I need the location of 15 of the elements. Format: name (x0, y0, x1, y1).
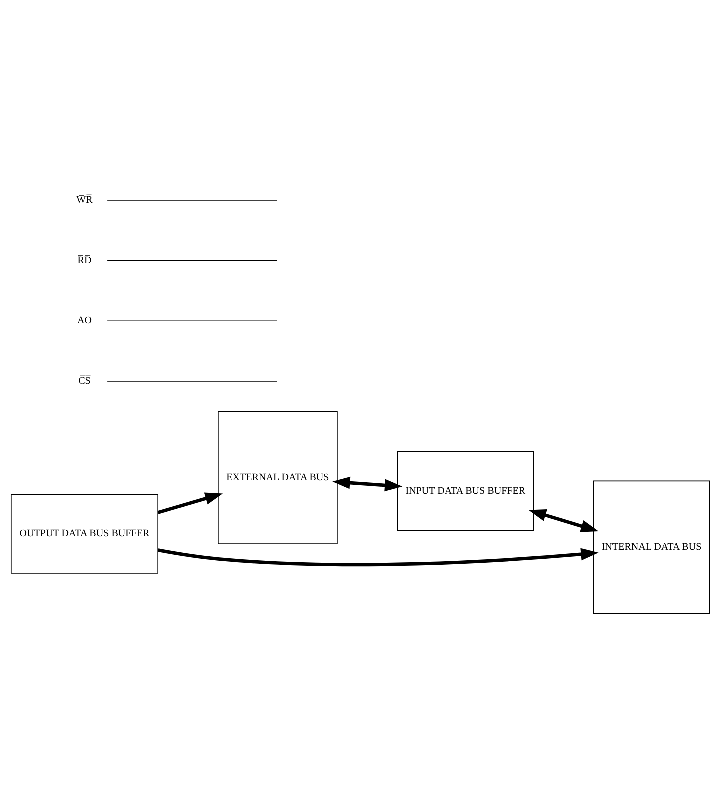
arrow (158, 492, 224, 514)
node-box: INPUT DATA BUS BUFFER (397, 450, 534, 531)
node-box: INTERNAL DATA BUS (594, 480, 710, 614)
arrow (332, 476, 403, 492)
node-text: W̅R̅ (76, 194, 93, 206)
arrow (528, 508, 599, 532)
connector (107, 320, 278, 322)
node-text: R̅D̅ (78, 254, 92, 266)
node-text: AO (77, 315, 92, 326)
node-box: EXTERNAL DATA BUS (218, 410, 338, 544)
node-text: C̅S̅ (78, 376, 91, 387)
arrow (158, 548, 599, 566)
connector (107, 260, 278, 261)
node-box: OUTPUT DATA BUS BUFFER (11, 494, 158, 574)
connector (107, 380, 278, 382)
